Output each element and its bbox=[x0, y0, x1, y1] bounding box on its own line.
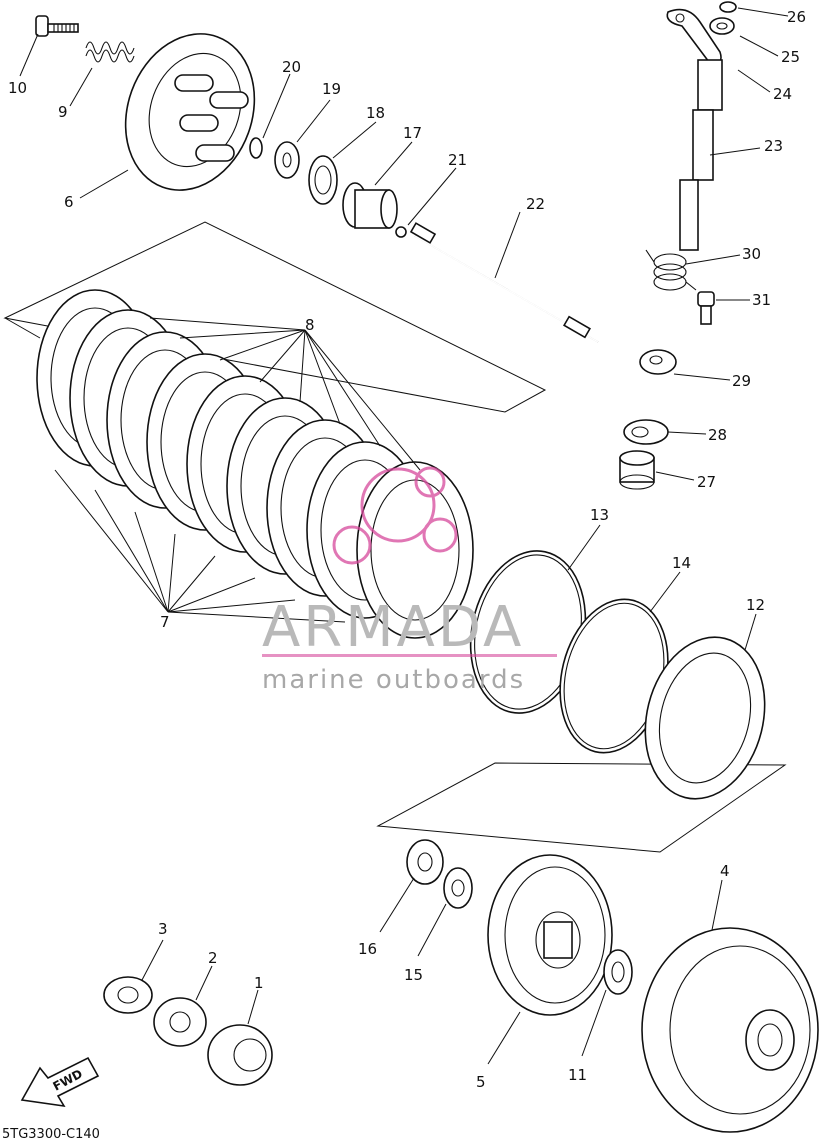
part-9-spring[interactable] bbox=[85, 41, 135, 63]
callout-16[interactable]: 16 bbox=[358, 940, 377, 958]
callout-8[interactable]: 8 bbox=[305, 316, 315, 334]
callout-19[interactable]: 19 bbox=[322, 80, 341, 98]
watermark-tagline: marine outboards bbox=[262, 665, 525, 695]
callout-6[interactable]: 6 bbox=[64, 193, 74, 211]
watermark-underline bbox=[262, 654, 557, 657]
callout-12[interactable]: 12 bbox=[746, 596, 765, 614]
part-23-push-lever-shaft[interactable] bbox=[679, 59, 723, 251]
callout-9[interactable]: 9 bbox=[58, 103, 68, 121]
part-22-push-rod[interactable] bbox=[409, 222, 599, 343]
callout-18[interactable]: 18 bbox=[366, 104, 385, 122]
callout-23[interactable]: 23 bbox=[764, 137, 783, 155]
part-24-push-lever[interactable] bbox=[666, 8, 722, 67]
callout-26[interactable]: 26 bbox=[787, 8, 806, 26]
part-3-nut[interactable] bbox=[103, 976, 153, 1014]
part-26-washer[interactable] bbox=[719, 1, 737, 13]
callout-29[interactable]: 29 bbox=[732, 372, 751, 390]
part-19-washer[interactable] bbox=[274, 141, 300, 179]
callout-1[interactable]: 1 bbox=[254, 974, 264, 992]
diagram-code: 5TG3300-C140 bbox=[2, 1127, 100, 1142]
callout-2[interactable]: 2 bbox=[208, 949, 218, 967]
callout-15[interactable]: 15 bbox=[404, 966, 423, 984]
clutch-plate-stack[interactable] bbox=[36, 289, 474, 639]
callout-30[interactable]: 30 bbox=[742, 245, 761, 263]
part-20-circlip[interactable] bbox=[249, 137, 263, 159]
callout-4[interactable]: 4 bbox=[720, 862, 730, 880]
part-31-bolt[interactable] bbox=[697, 291, 715, 325]
hub-guide-box bbox=[376, 762, 787, 853]
part-1-primary-drive-gear[interactable] bbox=[207, 1024, 273, 1086]
leader-lines bbox=[19, 7, 789, 1065]
callout-5[interactable]: 5 bbox=[476, 1073, 486, 1091]
callout-20[interactable]: 20 bbox=[282, 58, 301, 76]
callout-11[interactable]: 11 bbox=[568, 1066, 587, 1084]
part-10-bolt[interactable] bbox=[35, 15, 79, 37]
callout-labels: 10 9 6 20 19 18 17 21 22 8 7 26 25 24 23… bbox=[8, 8, 806, 1091]
part-5-clutch-boss[interactable] bbox=[487, 854, 613, 1016]
part-17-push-rod-holder[interactable] bbox=[342, 182, 398, 229]
part-2-washer[interactable] bbox=[153, 997, 207, 1047]
fwd-arrow-icon: FWD bbox=[20, 1056, 100, 1108]
callout-25[interactable]: 25 bbox=[781, 48, 800, 66]
callout-21[interactable]: 21 bbox=[448, 151, 467, 169]
callout-3[interactable]: 3 bbox=[158, 920, 168, 938]
part-6-pressure-plate[interactable] bbox=[104, 16, 275, 209]
callout-7[interactable]: 7 bbox=[160, 613, 170, 631]
callout-14[interactable]: 14 bbox=[672, 554, 691, 572]
part-25-nut[interactable] bbox=[709, 17, 735, 35]
clutch-plates-lower-guide bbox=[4, 317, 41, 339]
part-30-spring[interactable] bbox=[645, 249, 697, 291]
part-8-leader-fan bbox=[149, 317, 421, 471]
callout-24[interactable]: 24 bbox=[773, 85, 792, 103]
part-27-bearing[interactable] bbox=[619, 450, 655, 490]
part-21-ball[interactable] bbox=[395, 226, 407, 238]
callout-27[interactable]: 27 bbox=[697, 473, 716, 491]
watermark-brand: ARMADA bbox=[262, 595, 524, 660]
part-28-oil-seal[interactable] bbox=[623, 419, 669, 445]
callout-13[interactable]: 13 bbox=[590, 506, 609, 524]
part-16-nut[interactable] bbox=[406, 839, 444, 885]
callout-22[interactable]: 22 bbox=[526, 195, 545, 213]
armada-watermark-logo bbox=[332, 466, 458, 565]
part-11-thrust-plate[interactable] bbox=[603, 949, 633, 995]
part-15-lock-washer[interactable] bbox=[443, 867, 473, 909]
part-4-primary-driven-gear[interactable] bbox=[641, 927, 819, 1133]
part-18-bearing[interactable] bbox=[308, 155, 338, 205]
callout-17[interactable]: 17 bbox=[403, 124, 422, 142]
callout-10[interactable]: 10 bbox=[8, 79, 27, 97]
part-7-leader-fan bbox=[54, 469, 346, 623]
part-12-friction-plate[interactable] bbox=[629, 624, 781, 811]
part-29-plate[interactable] bbox=[639, 349, 677, 375]
callout-28[interactable]: 28 bbox=[708, 426, 727, 444]
callout-31[interactable]: 31 bbox=[752, 291, 771, 309]
